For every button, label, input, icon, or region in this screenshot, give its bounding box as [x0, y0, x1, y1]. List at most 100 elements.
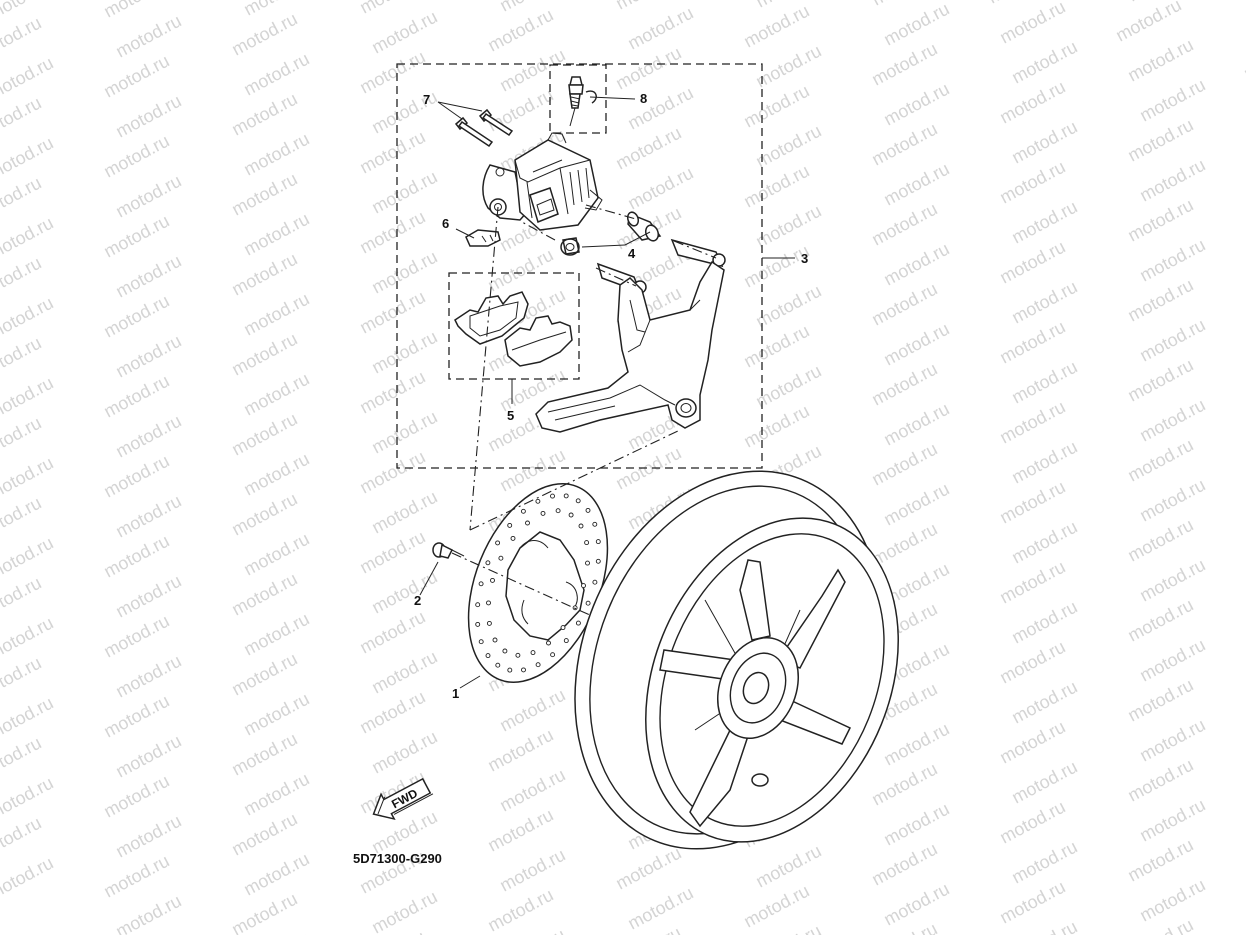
watermark-text: motod.ru	[880, 159, 952, 210]
watermark-text: motod.ru	[1008, 437, 1080, 488]
watermark-text: motod.ru	[356, 607, 428, 658]
watermark-text: motod.ru	[612, 123, 684, 174]
watermark-text: motod.ru	[880, 479, 952, 530]
disc-hole	[592, 521, 598, 527]
watermark-text: motod.ru	[1112, 0, 1184, 46]
watermark-text: motod.ru	[356, 367, 428, 418]
watermark-text: motod.ru	[1124, 675, 1196, 726]
watermark-text: motod.ru	[1136, 235, 1208, 286]
watermark-text: motod.ru	[240, 529, 312, 580]
leader-lines	[419, 96, 795, 689]
watermark-text: motod.ru	[1008, 837, 1080, 888]
watermark-text: motod.ru	[624, 883, 696, 934]
watermark-text: motod.ru	[240, 289, 312, 340]
disc-hole	[546, 640, 551, 646]
watermark-text: motod.ru	[752, 41, 824, 92]
wheel-spokes	[659, 559, 852, 828]
watermark-text: motod.ru	[1240, 33, 1246, 84]
watermark-text: motod.ru	[228, 9, 300, 60]
watermark-text: motod.ru	[1136, 475, 1208, 526]
watermark-text: motod.ru	[228, 329, 300, 380]
watermark-text: motod.ru	[1136, 75, 1208, 126]
watermark-text: motod.ru	[996, 477, 1068, 528]
watermark-text: motod.ru	[1124, 435, 1196, 486]
bleed-screw	[568, 76, 597, 127]
watermark-text: motod.ru	[1008, 677, 1080, 728]
watermark-text: motod.ru	[1008, 757, 1080, 808]
disc-hole	[485, 560, 491, 566]
disc-hole	[475, 602, 481, 608]
disc-hole	[498, 555, 504, 561]
watermark-text: motod.ru	[112, 11, 184, 62]
watermark-text: motod.ru	[368, 727, 440, 778]
watermark-text: motod.ru	[996, 717, 1068, 768]
disc-drill-holes	[475, 493, 601, 673]
disc-hole	[592, 579, 598, 585]
disc-hole	[568, 512, 574, 518]
rear-wheel	[574, 470, 899, 850]
callout-2: 2	[414, 593, 421, 608]
disc-hole	[555, 508, 561, 514]
watermark-text: motod.ru	[100, 771, 172, 822]
watermark-text: motod.ru	[752, 201, 824, 252]
watermark-text: motod.ru	[356, 287, 428, 338]
watermark-text: motod.ru	[228, 249, 300, 300]
watermark-text: motod.ru	[368, 7, 440, 58]
watermark-text: motod.ru	[1136, 795, 1208, 846]
watermark-text: motod.ru	[996, 877, 1068, 928]
watermark-text: motod.ru	[1124, 595, 1196, 646]
brake-disc	[467, 483, 609, 683]
watermark-text: motod.ru	[368, 567, 440, 618]
disc-hole	[521, 667, 526, 673]
disc-hole	[563, 638, 569, 644]
watermark-text: motod.ru	[1008, 117, 1080, 168]
watermark-text: motod.ru	[1124, 835, 1196, 886]
watermark-text: motod.ru	[0, 853, 57, 904]
watermark-text: motod.ru	[868, 839, 940, 890]
callout-5: 5	[507, 408, 514, 423]
brake-caliper	[482, 132, 603, 231]
watermark-text: motod.ru	[996, 397, 1068, 448]
watermark-text: motod.ru	[624, 83, 696, 134]
watermark-text: motod.ru	[368, 647, 440, 698]
watermark-text: motod.ru	[752, 361, 824, 412]
watermark-text: motod.ru	[1124, 355, 1196, 406]
watermark-text: motod.ru	[612, 443, 684, 494]
watermark-text: motod.ru	[880, 239, 952, 290]
callout-8: 8	[640, 91, 647, 106]
watermark-text: motod.ru	[100, 851, 172, 902]
watermark-text: motod.ru	[484, 805, 556, 856]
watermark-text: motod.ru	[368, 167, 440, 218]
watermark-text: motod.ru	[240, 369, 312, 420]
watermark-text: motod.ru	[996, 77, 1068, 128]
watermark-text: motod.ru	[100, 371, 172, 422]
watermark-text: motod.ru	[1124, 195, 1196, 246]
bleed-kit-boundary-8	[549, 64, 607, 134]
watermark-text: motod.ru	[740, 81, 812, 132]
disc-hole	[585, 507, 591, 513]
disc-hole	[575, 620, 581, 626]
disc-hole	[478, 581, 484, 587]
watermark-text: motod.ru	[112, 411, 184, 462]
watermark-text: motod.ru	[1124, 35, 1196, 86]
watermark-text: motod.ru	[0, 13, 45, 64]
watermark-text: motod.ru	[880, 719, 952, 770]
watermark-text: motod.ru	[624, 3, 696, 54]
watermark-text: motod.ru	[228, 889, 300, 935]
disc-hole	[485, 653, 491, 659]
watermark-text: motod.ru	[240, 49, 312, 100]
watermark-text: motod.ru	[368, 327, 440, 378]
watermark-text: motod.ru	[0, 333, 45, 384]
watermark-text: motod.ru	[996, 637, 1068, 688]
watermark-text: motod.ru	[1136, 315, 1208, 366]
watermark-text: motod.ru	[356, 527, 428, 578]
callout-1: 1	[452, 686, 459, 701]
disc-hole	[540, 510, 546, 516]
watermark-text: motod.ru	[228, 89, 300, 140]
watermark-text: motod.ru	[240, 849, 312, 900]
diagram-code: 5D71300-G290	[353, 851, 442, 866]
watermark-text: motod.ru	[740, 881, 812, 932]
watermark-text: motod.ru	[0, 93, 45, 144]
watermark-text: motod.ru	[356, 687, 428, 738]
